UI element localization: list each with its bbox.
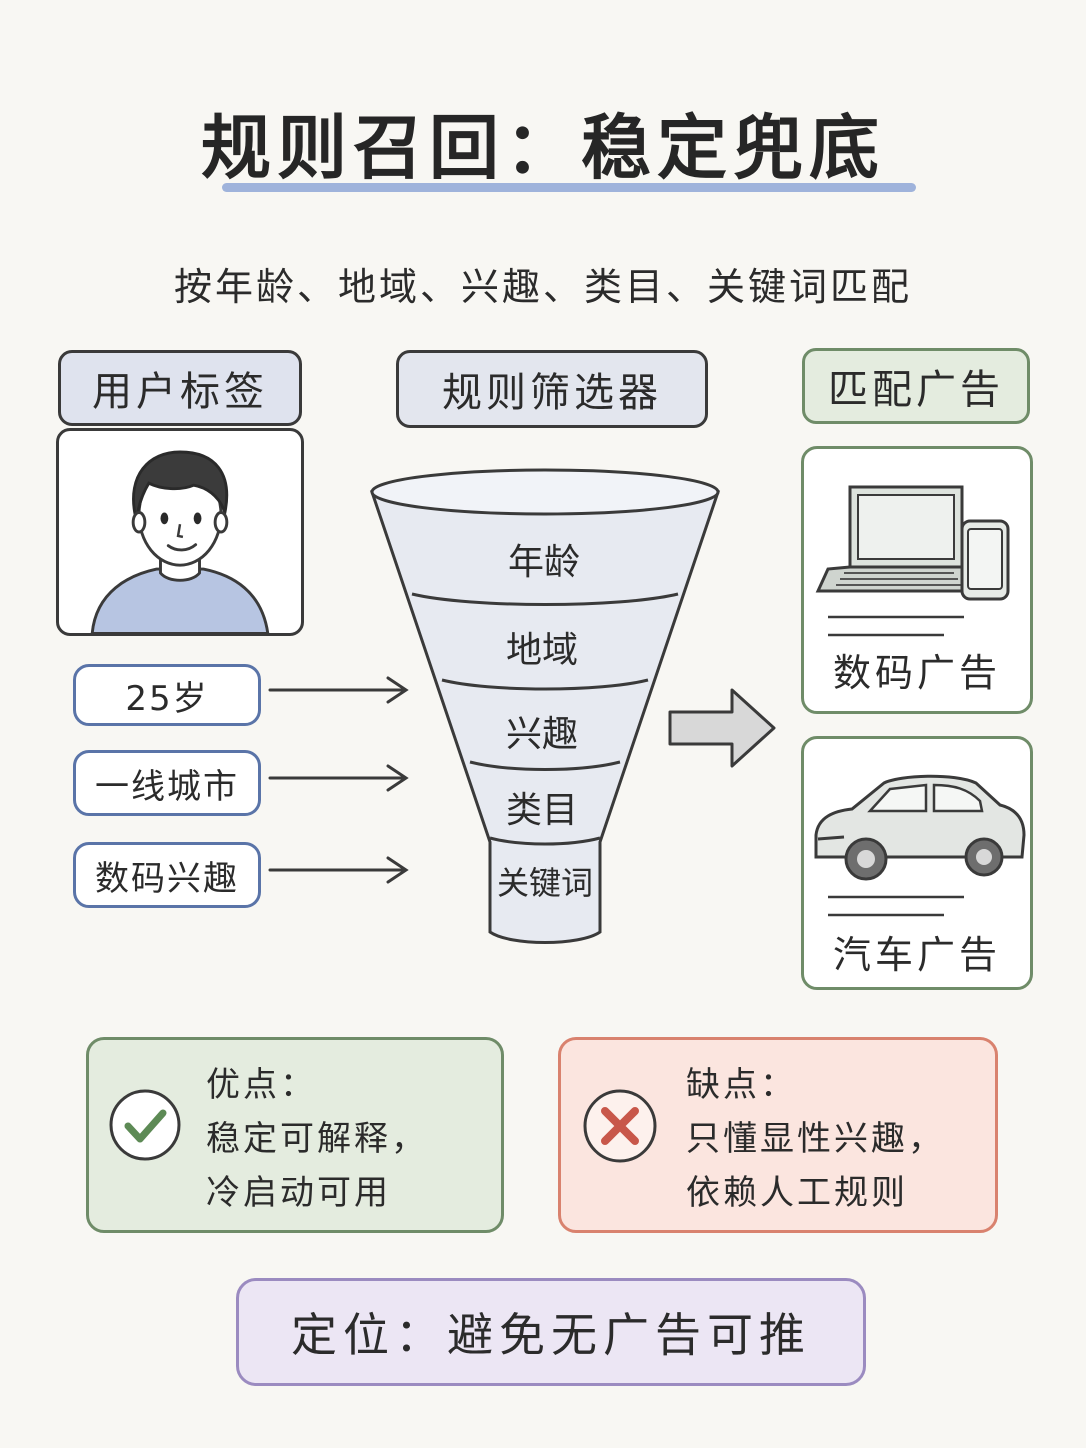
positioning-card: 定位：避免无广告可推 bbox=[236, 1278, 866, 1386]
user-tag-age: 25岁 bbox=[73, 664, 261, 726]
user-tag-interest: 数码兴趣 bbox=[73, 842, 261, 908]
pros-line: 稳定可解释， bbox=[206, 1119, 428, 1159]
arrow-right-icon bbox=[268, 764, 409, 792]
tag-arrows bbox=[268, 676, 409, 884]
user-tags-header: 用户标签 bbox=[58, 350, 302, 426]
cons-heading: 缺点： bbox=[686, 1065, 797, 1105]
user-avatar-card bbox=[56, 428, 304, 636]
pros-line: 冷启动可用 bbox=[206, 1173, 391, 1213]
page-subtitle: 按年龄、地域、兴趣、类目、关键词匹配 bbox=[173, 265, 912, 309]
big-arrow-right-icon bbox=[668, 688, 776, 768]
rule-funnel: 年龄 地域 兴趣 类目 关键词 bbox=[369, 468, 721, 944]
cross-icon bbox=[583, 1089, 657, 1163]
pros-heading: 优点： bbox=[206, 1065, 317, 1105]
cons-text: 缺点： 只懂显性兴趣， 依赖人工规则 bbox=[686, 1058, 991, 1220]
arrow-right-icon bbox=[268, 856, 409, 884]
matched-ads-header: 匹配广告 bbox=[802, 348, 1030, 424]
funnel-layer-interest: 兴趣 bbox=[506, 714, 578, 755]
user-avatar-icon bbox=[90, 450, 270, 633]
page-title: 规则召回：稳定兜底 bbox=[201, 107, 885, 189]
title-underline bbox=[222, 183, 916, 192]
rule-filter-header: 规则筛选器 bbox=[396, 350, 708, 428]
laptop-phone-icon bbox=[815, 485, 1010, 637]
ad-label-digital: 数码广告 bbox=[832, 651, 1001, 695]
check-icon bbox=[109, 1089, 181, 1161]
pros-text: 优点： 稳定可解释， 冷启动可用 bbox=[206, 1058, 496, 1220]
funnel-layer-region: 地域 bbox=[506, 630, 578, 671]
ad-card-digital bbox=[801, 446, 1033, 714]
user-tag-city: 一线城市 bbox=[73, 750, 261, 816]
arrow-right-icon bbox=[268, 676, 409, 704]
funnel-layer-age: 年龄 bbox=[508, 542, 580, 583]
cons-line: 依赖人工规则 bbox=[686, 1173, 908, 1213]
car-icon bbox=[814, 774, 1026, 917]
funnel-layer-category: 类目 bbox=[506, 790, 578, 831]
ad-card-car bbox=[801, 736, 1033, 990]
funnel-layer-keyword: 关键词 bbox=[497, 864, 593, 902]
cons-line: 只懂显性兴趣， bbox=[686, 1119, 945, 1159]
ad-label-car: 汽车广告 bbox=[832, 933, 1001, 977]
